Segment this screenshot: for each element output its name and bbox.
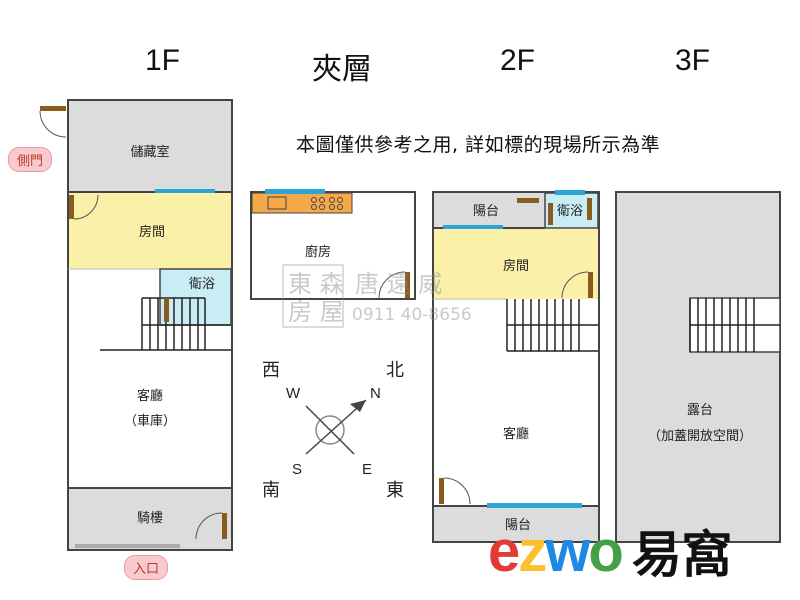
compass-east-zh: 東: [386, 480, 404, 501]
label-terrace-note: （加蓋開放空間）: [648, 429, 752, 444]
compass-south-zh: 南: [262, 480, 280, 501]
watermark-line2b: 0911 40-8656: [352, 305, 472, 325]
entrance-label: 入口: [124, 555, 169, 580]
compass-w: W: [286, 385, 301, 402]
floor-title-1f: 1F: [145, 44, 181, 77]
compass-s: S: [292, 461, 302, 478]
logo-letter: w: [545, 518, 590, 584]
compass-west-zh: 西: [262, 360, 280, 381]
door: [405, 272, 410, 298]
door: [69, 195, 74, 219]
door: [588, 272, 593, 298]
label-room: 房間: [139, 224, 165, 240]
kitchen-counter: [251, 192, 353, 214]
label-living: 客廳: [137, 388, 163, 404]
door: [164, 298, 169, 322]
logo-letter: e: [488, 518, 520, 584]
label-bath: 衛浴: [189, 277, 215, 292]
room-arcade: [69, 489, 231, 549]
compass-circle: [315, 415, 345, 445]
ezwo-logo: ezwo 易窩: [488, 518, 732, 585]
room-storage: [69, 101, 231, 192]
north-arrow-icon: [350, 400, 366, 412]
floor-plan-mezzanine: 廚房: [250, 189, 416, 300]
side-door-label: 側門: [8, 147, 53, 172]
label-balcony-bottom: 陽台: [505, 518, 531, 533]
room-balcony-bottom: [434, 507, 598, 541]
label-garage: （車庫）: [124, 414, 176, 429]
logo-ezwo: ezwo: [488, 518, 624, 585]
compass-north-zh: 北: [386, 360, 404, 381]
compass-n: N: [370, 385, 381, 402]
door: [517, 198, 539, 203]
floor-plan-3f: 露台 （加蓋開放空間）: [615, 191, 781, 543]
label-kitchen: 廚房: [305, 244, 331, 260]
label-balcony-top: 陽台: [473, 204, 499, 219]
label-room-2f: 房間: [503, 258, 529, 274]
window: [487, 503, 582, 508]
door: [222, 513, 227, 539]
floor-plan-1f: 儲藏室 房間 衛浴 客廳 （車庫） 騎樓: [39, 99, 233, 551]
disclaimer-note: 本圖僅供參考之用, 詳如標的現場所示為準: [296, 134, 661, 156]
side-door: [40, 106, 66, 111]
watermark: 東 森 唐 遠 威 房 屋 0911 40-8656: [282, 264, 472, 328]
floor-plan-2f: 陽台 衛浴 房間 客廳 陽台: [432, 190, 600, 543]
door: [548, 203, 553, 225]
door: [587, 198, 592, 220]
logo-letter: z: [518, 518, 547, 584]
compass: 西 北 南 東 W N S E: [262, 360, 404, 501]
label-living-2f: 客廳: [503, 426, 529, 442]
logo-chinese: 易窩: [631, 526, 732, 584]
staircase: [100, 297, 231, 351]
floor-title-3f: 3F: [675, 44, 711, 77]
window: [155, 189, 215, 194]
label-bath-2f: 衛浴: [557, 204, 583, 219]
room-bedroom-2f: [434, 229, 598, 299]
staircase: [506, 299, 598, 352]
floor-title-mezzanine: 夾層: [312, 53, 372, 86]
room-terrace: [615, 191, 781, 543]
window: [555, 190, 585, 195]
door: [439, 478, 444, 504]
window: [443, 225, 503, 230]
label-storage: 儲藏室: [130, 144, 169, 160]
logo-letter: o: [588, 518, 623, 584]
staircase: [689, 298, 780, 352]
label-arcade: 騎樓: [137, 511, 163, 526]
floor-title-2f: 2F: [500, 44, 536, 77]
window: [265, 189, 325, 194]
compass-e: E: [362, 461, 372, 478]
watermark-line1b: 唐 遠 威: [355, 270, 442, 298]
watermark-line1a: 東 森: [288, 270, 344, 298]
label-terrace: 露台: [687, 403, 713, 418]
watermark-line2a: 房 屋: [288, 298, 344, 326]
